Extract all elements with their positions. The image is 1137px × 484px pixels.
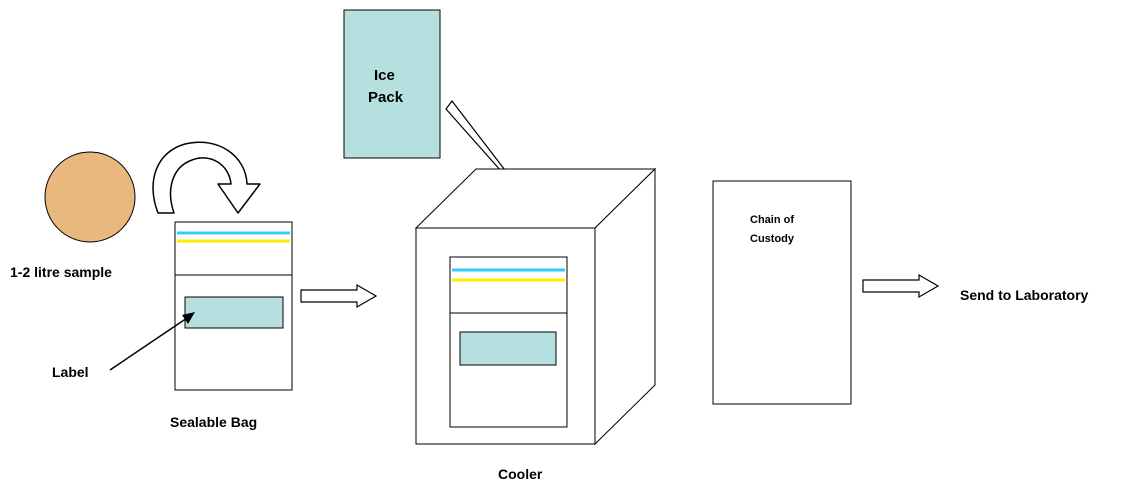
ice-pack-label-line1: Ice <box>374 67 395 84</box>
chain-of-custody: Chain of Custody <box>712 180 852 405</box>
sample-circle <box>44 151 136 243</box>
bag-label-box <box>184 296 284 329</box>
sample-label: 1-2 litre sample <box>10 264 112 280</box>
bag-caption: Sealable Bag <box>170 414 257 430</box>
label-pointer-arrow <box>109 315 191 371</box>
ice-pack-box <box>343 9 441 159</box>
cooler-caption: Cooler <box>498 466 543 482</box>
sealable-bag: Sealable Bag <box>170 221 293 430</box>
arrow-right-icon <box>862 273 940 299</box>
ice-pack: Ice Pack <box>343 9 441 159</box>
cooler-bag-label-box <box>459 331 557 366</box>
arrow-right-icon <box>300 283 378 309</box>
coc-label-line1: Chain of <box>750 214 794 226</box>
coc-label-line2: Custody <box>750 233 795 245</box>
label-caption: Label <box>52 364 89 380</box>
send-to-lab-label: Send to Laboratory <box>960 287 1089 303</box>
sample-container: 1-2 litre sample <box>10 151 136 280</box>
coc-document <box>712 180 852 405</box>
curved-arrow-icon <box>152 141 261 214</box>
label-pointer-arrowhead <box>182 312 195 324</box>
cooler: Cooler <box>414 167 657 482</box>
ice-pack-label-line2: Pack <box>368 89 404 106</box>
